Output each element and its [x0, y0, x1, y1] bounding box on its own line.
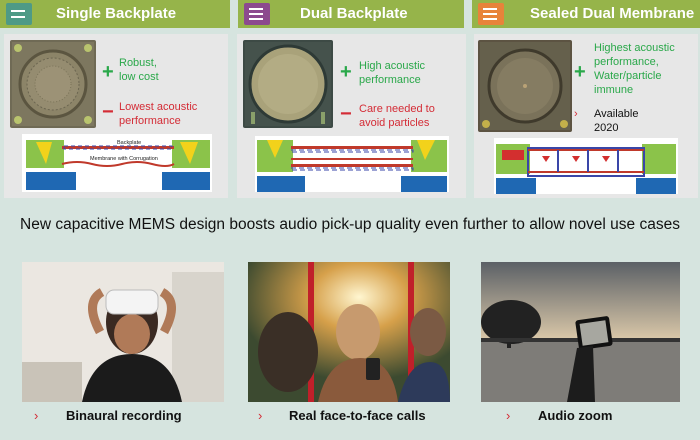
- pros-text: High acoustic performance: [359, 60, 426, 86]
- caption-face-to-face-calls: Real face-to-face calls: [289, 408, 426, 423]
- phone-filming-lake-photo: [481, 262, 680, 402]
- availability-text: Available 2020: [594, 108, 639, 134]
- headline: New capacitive MEMS design boosts audio …: [20, 216, 680, 233]
- pros-text: Robust, low cost: [119, 57, 159, 83]
- bus-video-call-photo: [248, 262, 450, 402]
- backplate-label: Backplate: [117, 140, 141, 146]
- cons-text: Lowest acoustic performance: [119, 101, 198, 127]
- chevron-right-icon: ›: [34, 408, 39, 423]
- chevron-right-icon: ›: [258, 408, 263, 423]
- vr-headset-photo: [22, 262, 224, 402]
- header-title: Single Backplate: [56, 5, 177, 22]
- cross-section-diagram: [255, 136, 449, 192]
- membrane-label: Membrane with Corrugation: [90, 156, 158, 162]
- panel-single-backplate: + Robust, low cost − Lowest acoustic per…: [4, 34, 228, 198]
- minus-icon: −: [102, 101, 114, 123]
- cons-text: Care needed to avoid particles: [359, 103, 435, 129]
- caption-binaural-recording: Binaural recording: [66, 408, 182, 423]
- plus-icon: +: [102, 61, 114, 83]
- chevron-right-icon: ›: [506, 408, 511, 423]
- mems-chip-image: [243, 40, 333, 128]
- header-title: Sealed Dual Membrane: [530, 5, 695, 22]
- plus-icon: +: [340, 61, 352, 83]
- header-sealed-dual-membrane: Sealed Dual Membrane: [472, 0, 700, 28]
- header-single-backplate: Single Backplate: [0, 0, 230, 28]
- pros-text: Highest acoustic performance, Water/part…: [594, 42, 675, 96]
- minus-icon: −: [340, 103, 352, 125]
- caption-audio-zoom: Audio zoom: [538, 408, 613, 423]
- header-dual-backplate: Dual Backplate: [238, 0, 464, 28]
- single-backplate-icon: [6, 3, 32, 25]
- header-title: Dual Backplate: [300, 5, 408, 22]
- mems-chip-image: [478, 40, 572, 132]
- panel-sealed-dual-membrane: + Highest acoustic performance, Water/pa…: [474, 34, 698, 198]
- cross-section-diagram: [494, 138, 678, 194]
- cross-section-diagram: Backplate Membrane with Corrugation: [22, 134, 212, 192]
- plus-icon: +: [574, 61, 586, 83]
- mems-chip-image: [10, 40, 96, 128]
- panel-dual-backplate: + High acoustic performance − Care neede…: [237, 34, 466, 198]
- sealed-dual-membrane-icon: [478, 3, 504, 25]
- dual-backplate-icon: [244, 3, 270, 25]
- chevron-right-icon: ›: [574, 108, 578, 120]
